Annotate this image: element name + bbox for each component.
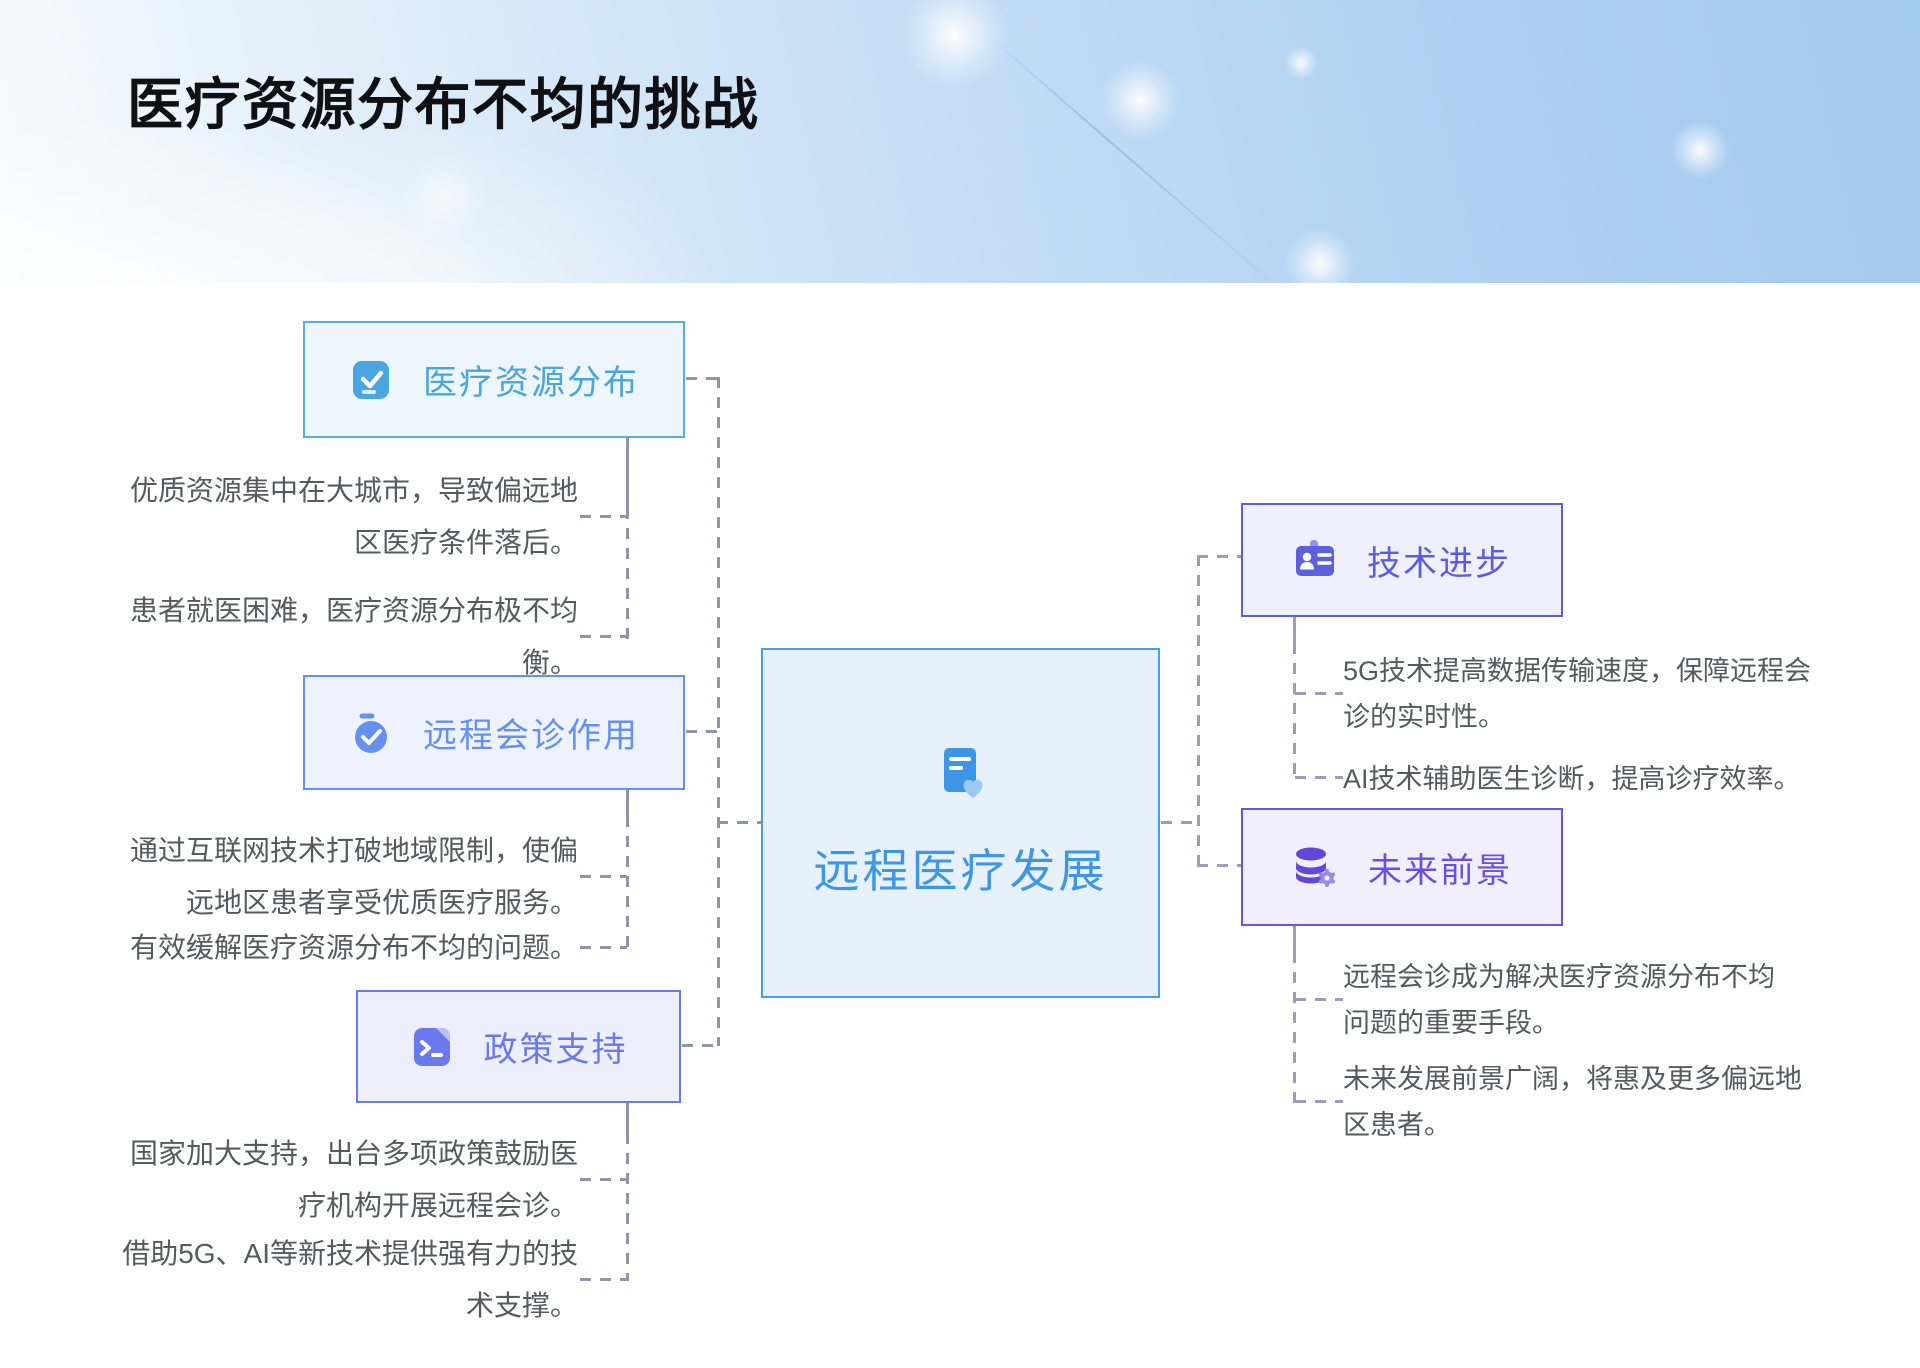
note-tech-2: AI技术辅助医生诊断，提高诊疗效率。 <box>1343 764 1801 794</box>
branch-node-remote-consultation[interactable]: 远程会诊作用 <box>303 675 685 790</box>
sparkle-glow <box>1285 228 1355 298</box>
branch-label: 政策支持 <box>483 1031 628 1069</box>
database-gear-icon <box>1292 844 1338 890</box>
connector-line <box>580 1178 627 1181</box>
connector-line <box>580 1278 627 1281</box>
header-banner: 医疗资源分布不均的挑战 <box>0 0 1920 298</box>
connector-line <box>717 821 761 824</box>
page-title: 医疗资源分布不均的挑战 <box>127 73 760 136</box>
note-future-1: 远程会诊成为解决医疗资源分布不均问题的重要手段。 <box>1343 962 1775 1038</box>
id-badge-icon <box>1293 538 1337 582</box>
sparkle-glow <box>900 0 1010 90</box>
sparkle-glow <box>1670 120 1730 180</box>
branch-label: 远程会诊作用 <box>423 717 639 755</box>
connector-line <box>1293 926 1296 952</box>
connector-line <box>1197 555 1200 867</box>
connector-line <box>626 438 629 508</box>
branch-node-resource-distribution[interactable]: 医疗资源分布 <box>303 321 685 438</box>
note-consult-1: 通过互联网技术打破地域限制，使偏远地区患者享受优质医疗服务。 <box>129 835 578 918</box>
terminal-script-icon <box>410 1025 454 1069</box>
note-resource-2: 患者就医困难，医疗资源分布极不均衡。 <box>129 595 578 678</box>
connector-line <box>626 816 629 949</box>
connector-line <box>626 790 629 816</box>
connector-line <box>686 730 718 733</box>
connector-line <box>626 1133 629 1281</box>
connector-line <box>580 635 627 638</box>
branch-node-tech-progress[interactable]: 技术进步 <box>1241 503 1563 617</box>
note-future-2: 未来发展前景广阔，将惠及更多偏远地区患者。 <box>1343 1064 1802 1140</box>
clipboard-check-icon <box>349 358 393 402</box>
note-policy-1: 国家加大支持，出台多项政策鼓励医疗机构开展远程会诊。 <box>129 1138 578 1221</box>
connector-line <box>1295 1100 1343 1103</box>
connector-line <box>1293 952 1296 1103</box>
connector-line <box>580 875 627 878</box>
note-consult-2: 有效缓解医疗资源分布不均的问题。 <box>129 932 578 963</box>
document-heart-icon <box>933 745 989 801</box>
connector-line <box>686 377 718 380</box>
sparkle-glow <box>1100 60 1180 140</box>
note-tech-1: 5G技术提高数据传输速度，保障远程会诊的实时性。 <box>1343 656 1812 732</box>
center-label: 远程医疗发展 <box>813 845 1108 897</box>
sparkle-glow <box>1284 46 1318 80</box>
branch-label: 技术进步 <box>1367 544 1511 583</box>
sparkle-glow <box>400 150 490 240</box>
connector-line <box>1293 643 1296 780</box>
branch-node-policy-support[interactable]: 政策支持 <box>356 990 681 1103</box>
connector-line <box>626 1103 629 1133</box>
branch-label: 未来前景 <box>1368 851 1512 890</box>
connector-line <box>1197 555 1242 558</box>
connector-line <box>1293 617 1296 643</box>
connector-line <box>682 1044 718 1047</box>
connector-line <box>1295 692 1343 695</box>
connector-line <box>1161 821 1198 824</box>
connector-line <box>1295 776 1343 779</box>
connector-line <box>580 515 627 518</box>
branch-node-future-prospects[interactable]: 未来前景 <box>1241 808 1563 926</box>
connector-line <box>1295 998 1343 1001</box>
connector-line <box>626 508 629 639</box>
connector-line <box>1197 864 1242 867</box>
connector-line <box>717 377 720 1046</box>
note-resource-1: 优质资源集中在大城市，导致偏远地区医疗条件落后。 <box>129 475 578 558</box>
center-node-telemedicine[interactable]: 远程医疗发展 <box>761 648 1160 998</box>
connector-line <box>580 946 627 949</box>
stopwatch-check-icon <box>349 711 393 755</box>
note-policy-2: 借助5G、AI等新技术提供强有力的技术支撑。 <box>122 1238 578 1321</box>
branch-label: 医疗资源分布 <box>423 364 639 402</box>
